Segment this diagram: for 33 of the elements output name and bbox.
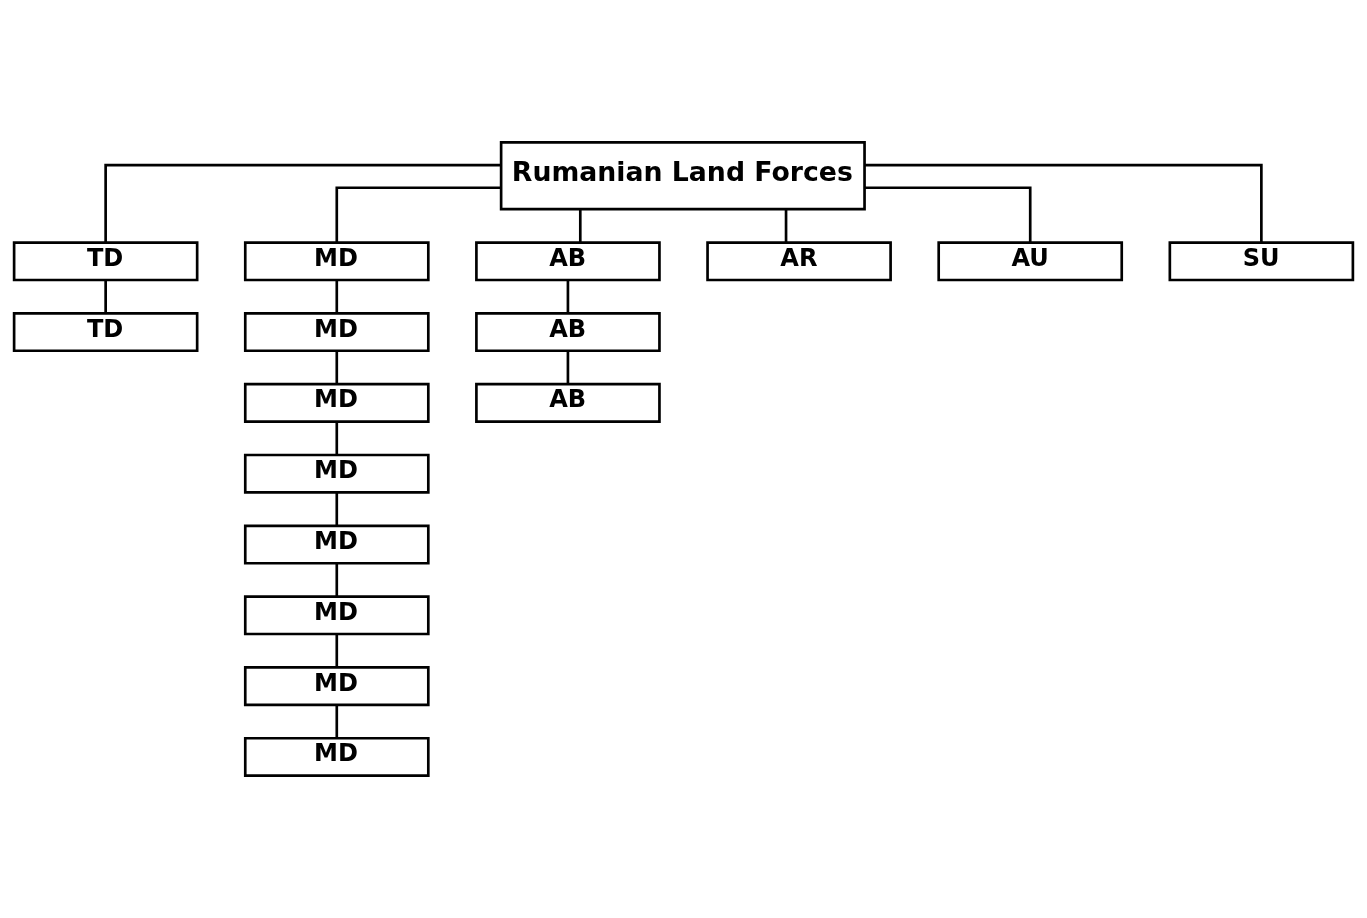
node-box: MD — [243, 382, 430, 423]
node-box: AR — [706, 241, 892, 282]
node-box: MD — [243, 241, 430, 282]
node-box: TD — [12, 312, 199, 353]
connector — [864, 186, 1032, 243]
connector — [335, 351, 339, 384]
node-box: TD — [12, 241, 199, 282]
connector — [566, 351, 570, 384]
connector — [566, 280, 570, 314]
node-box: AU — [937, 241, 1124, 282]
node-box: MD — [243, 524, 430, 565]
node-box: MD — [243, 453, 430, 494]
node-box: SU — [1168, 241, 1355, 282]
node-box: AB — [475, 241, 661, 282]
node-box: MD — [243, 666, 430, 707]
node-box: MD — [243, 595, 430, 636]
node-box: AB — [475, 312, 661, 353]
connector — [104, 163, 501, 243]
connector — [335, 563, 339, 597]
node-box: MD — [243, 312, 430, 353]
connector — [335, 705, 339, 738]
connector — [335, 280, 339, 314]
connector — [335, 421, 339, 455]
connector — [104, 280, 107, 314]
node-box: Rumanian Land Forces — [499, 141, 866, 211]
connector — [335, 492, 339, 526]
connector — [864, 163, 1263, 243]
connector — [335, 186, 501, 243]
connector — [335, 634, 339, 668]
node-box: AB — [475, 382, 661, 423]
node-box: MD — [243, 736, 430, 777]
connector — [578, 209, 582, 243]
connector — [784, 209, 788, 243]
